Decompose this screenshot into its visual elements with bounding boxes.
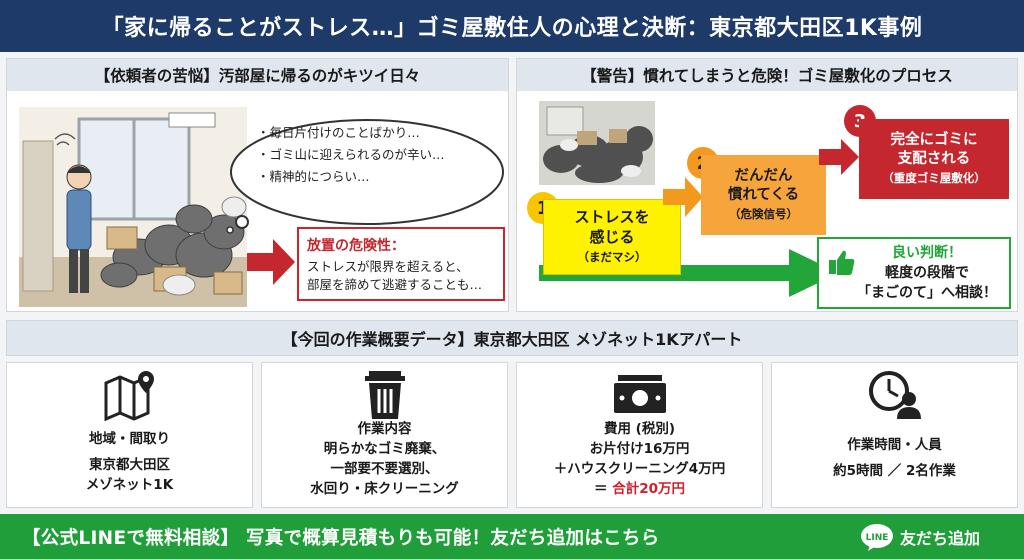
- map-pin-icon: [104, 371, 154, 421]
- good-decision-line: 軽度の段階で: [885, 265, 969, 281]
- step-1-box: ストレスを 感じる （まだマシ）: [543, 199, 681, 275]
- step-2-box: だんだん 慣れてくる （危険信号）: [701, 155, 826, 235]
- step-3-box: 完全にゴミに 支配される （重度ゴミ屋敷化）: [859, 119, 1009, 199]
- card-value: メゾネット1K: [85, 477, 174, 493]
- work-content-text: 作業内容 明らかなゴミ廃棄、 一部要不要選別、 水回り・床クリーニング: [262, 419, 507, 499]
- step-1-sub: （まだマシ）: [577, 250, 647, 264]
- line-add-friend-button[interactable]: LINE 友だち追加: [860, 522, 980, 552]
- card-value: 一部要不要選別、: [330, 461, 439, 477]
- line-badge-text: LINE: [866, 533, 889, 543]
- total-prefix: ＝: [594, 481, 613, 497]
- card-value: ＋ハウスクリーニング4万円: [553, 461, 726, 477]
- step-3-sub: （重度ゴミ屋敷化）: [882, 170, 986, 185]
- line-cta-footer[interactable]: 【公式LINEで無料相談】 写真で概算見積もりも可能！友だち追加はこちら LIN…: [0, 514, 1024, 559]
- card-label: 作業内容: [357, 421, 412, 437]
- thought-list: ・毎日片付けのことばかり… ・ゴミ山に迎えられるのが辛い… ・精神的につらい…: [257, 122, 487, 188]
- cost-total-line: ＝ 合計20万円: [517, 479, 762, 499]
- card-value: 水回り・床クリーニング: [310, 481, 459, 497]
- card-label: 作業時間・人員: [847, 437, 942, 453]
- danger-line: 部屋を諦めて逃避することも…: [307, 277, 483, 292]
- card-value: 約5時間 ／ 2名作業: [833, 463, 956, 479]
- garbage-room-photo: [539, 101, 655, 185]
- client-distress-panel: 【依頼者の苦悩】汚部屋に帰るのがキツイ日々: [6, 58, 509, 312]
- card-label: 費用 (税別): [603, 421, 676, 437]
- area-layout-text: 地域・間取り 東京都大田区 メゾネット1K: [7, 429, 252, 495]
- thumbs-up-icon: [829, 250, 855, 275]
- money-icon: [613, 375, 666, 413]
- card-label: 地域・間取り: [89, 431, 170, 447]
- step-1-line: 感じる: [589, 228, 635, 246]
- line-chat-icon: LINE: [861, 524, 893, 551]
- step-2-line: だんだん: [734, 167, 793, 184]
- page-title: 「家に帰ることがストレス…」ゴミ屋敷住人の心理と決断：東京都大田区1K事例: [0, 0, 1024, 52]
- good-decision-line: 「まごのて」へ相談！: [857, 285, 997, 301]
- thought-item: ・ゴミ山に迎えられるのが辛い…: [257, 147, 445, 162]
- area-layout-card: 地域・間取り 東京都大田区 メゾネット1K: [6, 362, 253, 508]
- messy-room-illustration: [19, 107, 247, 307]
- danger-callout: 放置の危険性： ストレスが限界を超えると、 部屋を諦めて逃避することも…: [297, 227, 505, 301]
- line-add-friend-label[interactable]: 友だち追加: [900, 529, 981, 548]
- good-decision-title: 良い判断！: [892, 245, 962, 261]
- total-amount: 合計20万円: [612, 481, 685, 497]
- step-3-line: 支配される: [897, 150, 971, 167]
- cost-card: 費用 (税別) お片付け16万円 ＋ハウスクリーニング4万円 ＝ 合計20万円: [516, 362, 763, 508]
- step-2-sub: （危険信号）: [729, 206, 798, 221]
- card-value: 明らかなゴミ廃棄、: [323, 441, 446, 457]
- time-staff-card: 作業時間・人員 約5時間 ／ 2名作業: [771, 362, 1018, 508]
- cost-text: 費用 (税別) お片付け16万円 ＋ハウスクリーニング4万円 ＝ 合計20万円: [517, 419, 762, 499]
- time-staff-text: 作業時間・人員 約5時間 ／ 2名作業: [772, 435, 1017, 481]
- warning-process-panel: 【警告】慣れてしまうと危険！ゴミ屋敷化のプロセス 1 ストレスを 感じる （まだ…: [516, 58, 1018, 312]
- work-data-heading: 【今回の作業概要データ】東京都大田区 メゾネット1Kアパート: [6, 320, 1018, 356]
- card-value: お片付け16万円: [589, 441, 690, 457]
- danger-title: 放置の危険性：: [307, 238, 405, 254]
- warning-process-heading: 【警告】慣れてしまうと危険！ゴミ屋敷化のプロセス: [517, 59, 1017, 91]
- footer-cta-text[interactable]: 【公式LINEで無料相談】 写真で概算見積もりも可能！友だち追加はこちら: [22, 527, 660, 549]
- clock-person-icon: [868, 371, 921, 419]
- red-arrow-icon: [247, 239, 295, 285]
- work-content-card: 作業内容 明らかなゴミ廃棄、 一部要不要選別、 水回り・床クリーニング: [261, 362, 508, 508]
- red-arrow-icon: [819, 139, 859, 175]
- good-decision-callout: 良い判断！ 軽度の段階で 「まごのて」へ相談！: [817, 237, 1011, 309]
- step-1-line: ストレスを: [574, 208, 650, 226]
- danger-line: ストレスが限界を超えると、: [307, 259, 469, 274]
- client-distress-heading: 【依頼者の苦悩】汚部屋に帰るのがキツイ日々: [7, 59, 508, 91]
- step-3-line: 完全にゴミに: [890, 131, 978, 148]
- orange-arrow-icon: [663, 177, 703, 217]
- green-arrow-icon: [539, 249, 839, 297]
- step-2-line: 慣れてくる: [727, 186, 800, 203]
- thought-item: ・毎日片付けのことばかり…: [257, 125, 420, 140]
- card-value: 東京都大田区: [89, 457, 170, 473]
- thought-item: ・精神的につらい…: [257, 169, 370, 184]
- thought-bubble: [226, 119, 504, 234]
- trash-can-icon: [364, 371, 405, 419]
